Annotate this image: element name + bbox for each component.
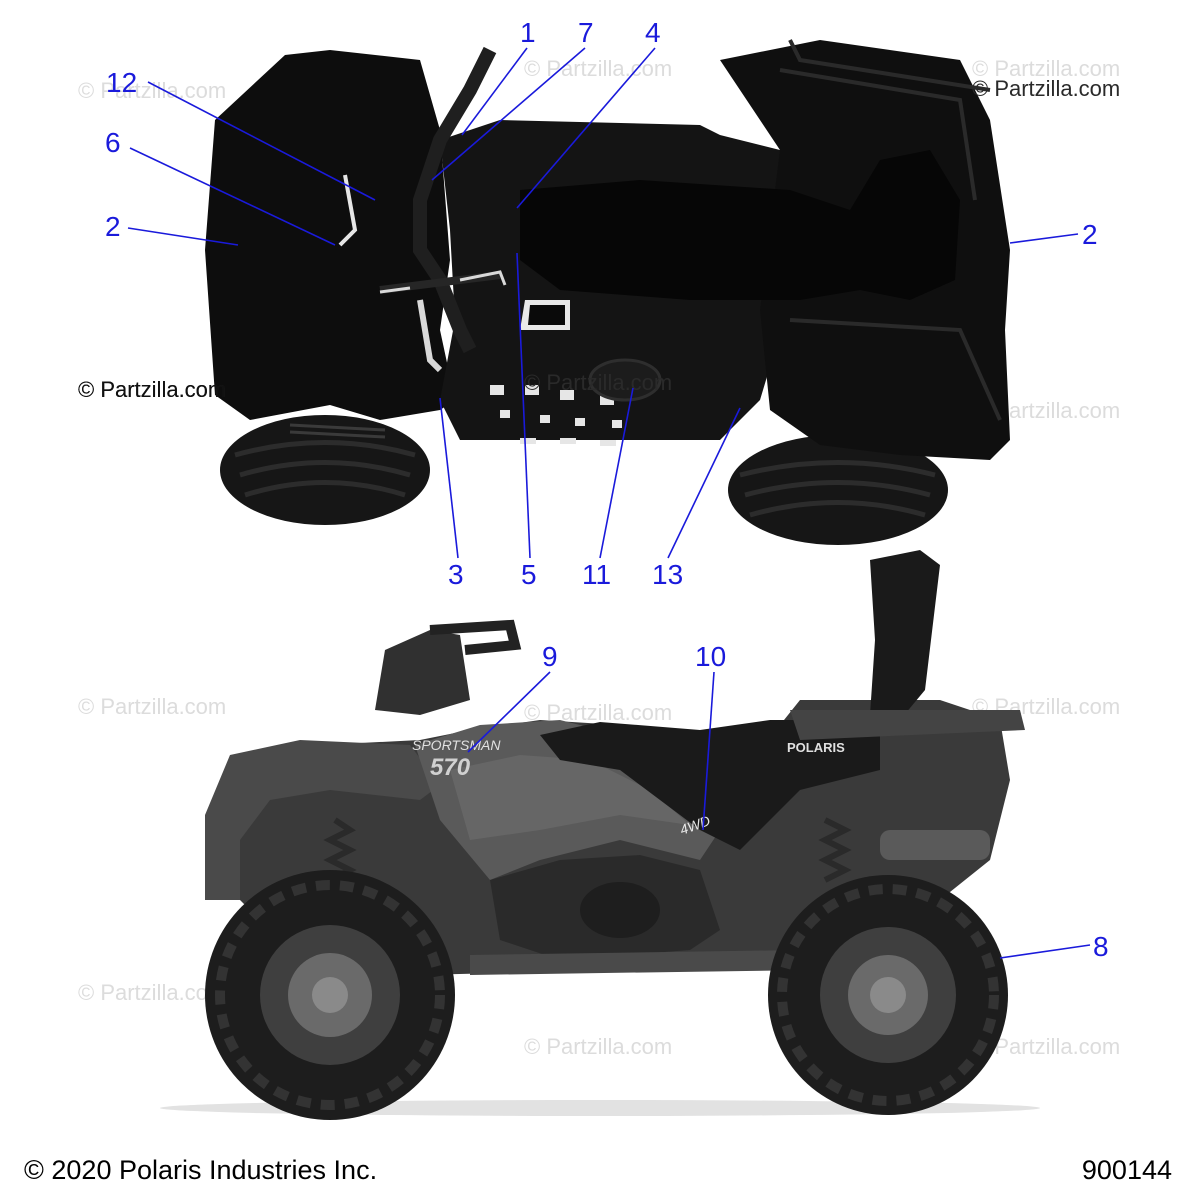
callout-9: 9: [542, 641, 558, 672]
atv-top-view: © Partzilla.com © Partzilla.com © Partzi…: [78, 39, 1120, 545]
footrest-side: [470, 950, 810, 975]
copyright-notice: © 2020 Polaris Industries Inc.: [24, 1155, 378, 1185]
watermark: © Partzilla.com: [524, 370, 672, 395]
rear-rack-side: [790, 710, 1025, 740]
rear-left-tire: [220, 415, 430, 525]
watermark: © Partzilla.com: [972, 76, 1120, 101]
callout-6: 6: [105, 127, 121, 158]
muffler: [880, 830, 990, 860]
atv-side-view: SPORTSMAN 570 4WD POLARIS: [160, 550, 1040, 1120]
seat: [520, 150, 960, 300]
callout-3: 3: [448, 559, 464, 590]
leader-lines: [127, 47, 1091, 959]
watermark: © Partzilla.com: [524, 56, 672, 81]
front-fender: [205, 50, 455, 420]
left-footrest: [289, 423, 386, 439]
callout-11: 11: [582, 559, 611, 590]
backrest: [870, 550, 940, 720]
rear-wheel: [768, 875, 1008, 1115]
callout-12: 12: [106, 67, 137, 98]
front-fender-side: [205, 740, 440, 900]
callout-labels: 1 7 4 12 6 2 2 3 5 11 13 9 10 8: [105, 17, 1109, 962]
rear-rack: [779, 39, 1002, 421]
diagram-number: 900144: [1081, 1155, 1172, 1185]
watermark: © Partzilla.com: [524, 1034, 672, 1059]
watermark: © Partzilla.com: [78, 980, 226, 1005]
headlight-pod: [375, 630, 470, 715]
callout-13: 13: [652, 559, 683, 590]
model-number-decal: 570: [430, 754, 471, 781]
callout-2-left: 2: [105, 211, 121, 242]
fuel-cap: [588, 358, 662, 402]
sportsman-decal: SPORTSMAN: [412, 737, 501, 753]
front-shock: [323, 817, 357, 883]
watermark-group: © Partzilla.com © Partzilla.com © Partzi…: [78, 56, 1120, 1059]
handlebar: [338, 46, 507, 373]
watermark: © Partzilla.com: [972, 56, 1120, 81]
watermark: © Partzilla.com: [78, 694, 226, 719]
seat-side: [540, 720, 880, 850]
watermark: © Partzilla.com: [78, 377, 226, 402]
rear-right-tire: [728, 435, 948, 545]
rear-shock: [818, 817, 852, 883]
callout-1: 1: [520, 17, 536, 48]
front-wheel: [205, 870, 455, 1120]
watermark: © Partzilla.com: [78, 78, 226, 103]
callout-2-right: 2: [1082, 219, 1098, 250]
callout-5: 5: [521, 559, 537, 590]
callout-7: 7: [578, 17, 594, 48]
callout-4: 4: [645, 17, 661, 48]
callout-8: 8: [1093, 931, 1109, 962]
tire-tread: [234, 440, 936, 518]
callout-10: 10: [695, 641, 726, 672]
watermark-visible: © Partzilla.com: [78, 377, 226, 402]
seat-brand-decal: POLARIS: [787, 740, 845, 755]
footwell-vents: [490, 385, 622, 446]
